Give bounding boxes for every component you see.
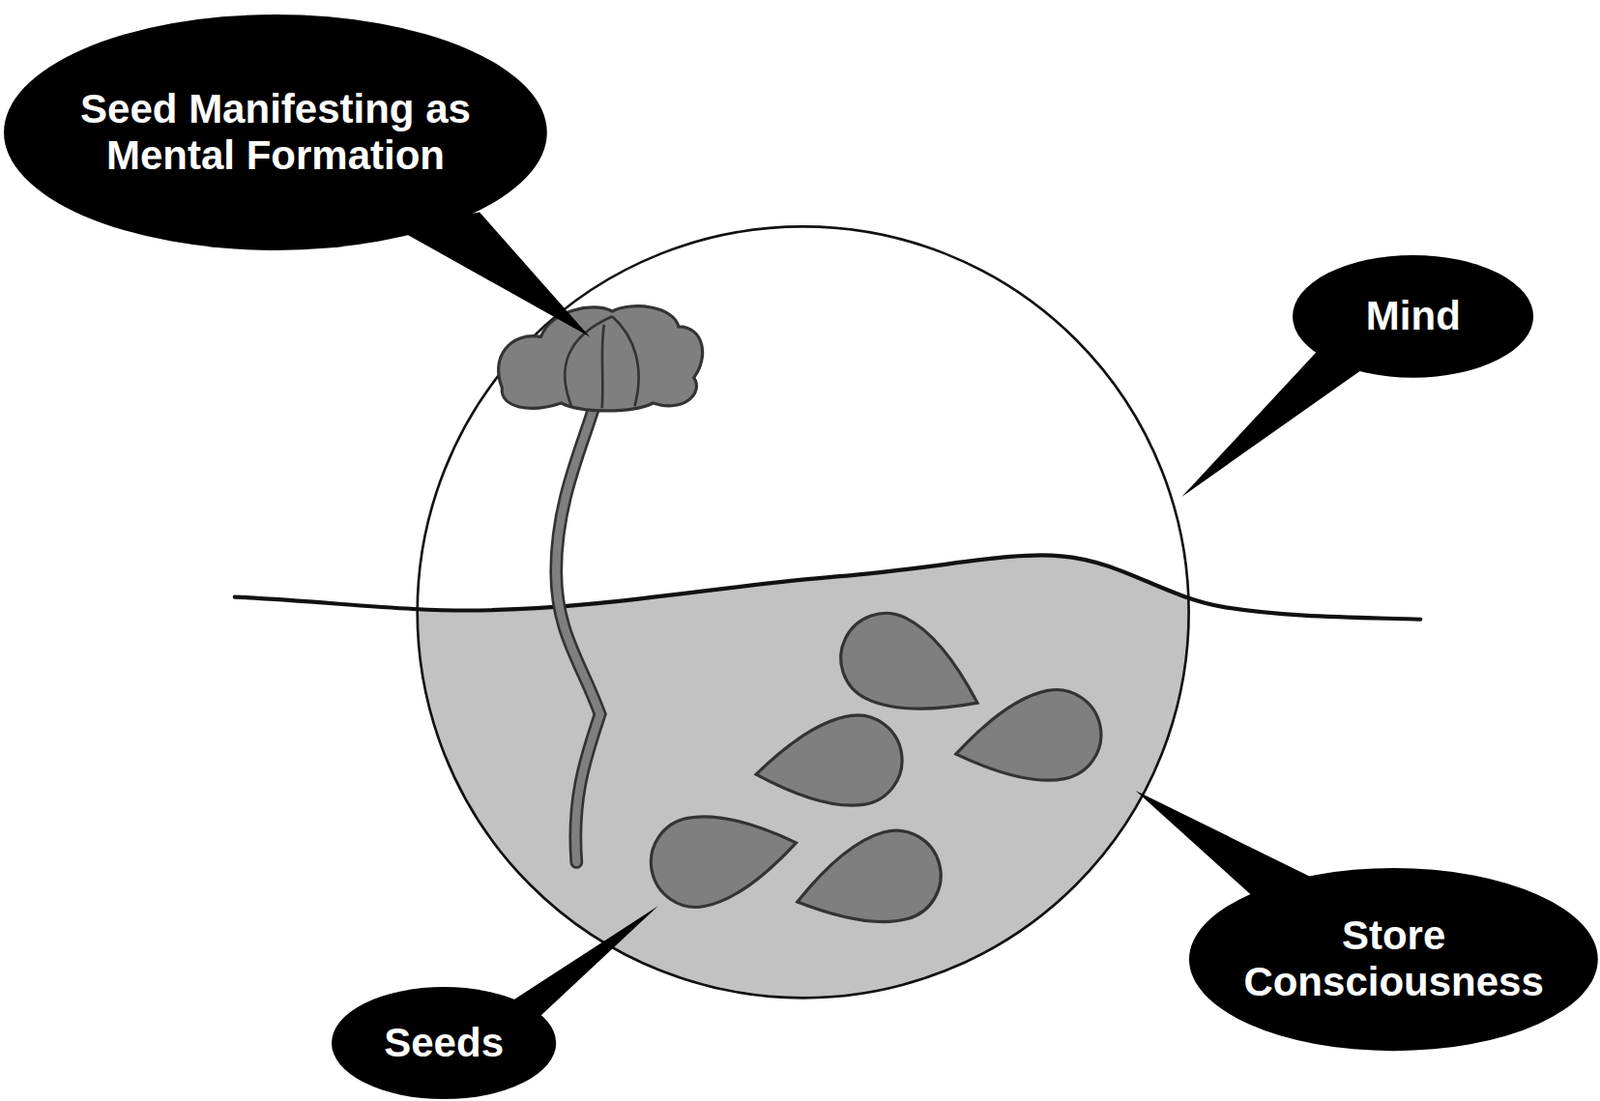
sprout	[498, 306, 703, 863]
flower	[498, 306, 703, 411]
seeds	[642, 598, 1108, 946]
callout-text-group: Seed Manifesting as Mental Formation	[3, 14, 548, 251]
seed	[750, 709, 908, 819]
callout-text-group: Seeds	[331, 987, 556, 1100]
surface-line	[234, 554, 1421, 619]
callout-ellipse-fill	[331, 987, 556, 1100]
store-region	[0, 554, 1600, 1101]
callout-ellipse-fill	[1189, 868, 1599, 1051]
callout-label: Mind	[1366, 292, 1461, 340]
callout-text-group: Mind	[1292, 255, 1534, 379]
callout-label: Store Consciousness	[1234, 912, 1554, 1007]
seed	[947, 682, 1109, 799]
callout-pointers	[392, 212, 1363, 1021]
stem	[555, 378, 602, 863]
stem-outline	[555, 378, 602, 863]
callout-bubble: Seeds	[331, 987, 556, 1100]
callout-bubble: Store Consciousness	[1189, 868, 1599, 1051]
callout-pointer	[1181, 351, 1363, 497]
petal-lines	[564, 316, 639, 408]
callout-ellipse-fill	[1292, 255, 1534, 379]
callout-label: Seeds	[383, 1019, 504, 1067]
seed	[642, 798, 805, 915]
seed	[785, 820, 952, 946]
callout-label: Seed Manifesting as Mental Formation	[62, 86, 489, 180]
mind-circle	[417, 226, 1190, 998]
callout-bubble: Mind	[1292, 255, 1534, 379]
callout-ellipse-fill	[3, 14, 548, 251]
callout-text-group: Store Consciousness	[1189, 868, 1599, 1051]
callout-bubble: Seed Manifesting as Mental Formation	[3, 14, 548, 251]
